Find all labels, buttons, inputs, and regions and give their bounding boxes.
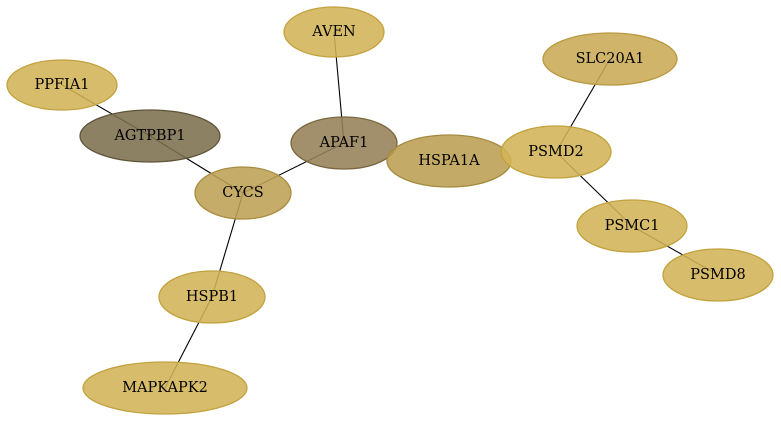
node-psmc1[interactable]: PSMC1 <box>576 199 688 253</box>
node-label-aven: AVEN <box>311 24 356 40</box>
node-ellipse-slc20a1[interactable] <box>542 32 678 86</box>
node-ellipse-agtpbp1[interactable] <box>79 109 221 163</box>
node-label-psmd8: PSMD8 <box>690 267 745 283</box>
node-slc20a1[interactable]: SLC20A1 <box>542 32 678 86</box>
node-ellipse-apaf1[interactable] <box>290 116 398 170</box>
node-label-mapkapk2: MAPKAPK2 <box>122 380 208 396</box>
node-cycs[interactable]: CYCS <box>194 166 292 220</box>
node-ellipse-mapkapk2[interactable] <box>82 361 248 415</box>
node-apaf1[interactable]: APAF1 <box>290 116 398 170</box>
node-aven[interactable]: AVEN <box>283 6 385 58</box>
node-ellipse-aven[interactable] <box>283 6 385 58</box>
node-label-apaf1: APAF1 <box>319 135 369 151</box>
node-mapkapk2[interactable]: MAPKAPK2 <box>82 361 248 415</box>
node-ellipse-ppfia1[interactable] <box>6 59 118 111</box>
node-label-ppfia1: PPFIA1 <box>35 77 90 93</box>
node-label-psmc1: PSMC1 <box>605 218 660 234</box>
node-hspa1a[interactable]: HSPA1A <box>386 134 512 188</box>
node-ellipse-psmd8[interactable] <box>662 248 774 302</box>
node-label-slc20a1: SLC20A1 <box>576 51 645 67</box>
node-agtpbp1[interactable]: AGTPBP1 <box>79 109 221 163</box>
node-label-cycs: CYCS <box>222 185 263 201</box>
node-ppfia1[interactable]: PPFIA1 <box>6 59 118 111</box>
node-ellipse-cycs[interactable] <box>194 166 292 220</box>
node-ellipse-psmc1[interactable] <box>576 199 688 253</box>
node-hspb1[interactable]: HSPB1 <box>158 270 266 324</box>
node-label-hspb1: HSPB1 <box>186 289 238 305</box>
node-label-agtpbp1: AGTPBP1 <box>113 128 185 144</box>
node-label-psmd2: PSMD2 <box>528 144 583 160</box>
node-psmd2[interactable]: PSMD2 <box>500 125 612 179</box>
node-ellipse-psmd2[interactable] <box>500 125 612 179</box>
node-ellipse-hspb1[interactable] <box>158 270 266 324</box>
node-label-hspa1a: HSPA1A <box>418 153 480 169</box>
node-psmd8[interactable]: PSMD8 <box>662 248 774 302</box>
